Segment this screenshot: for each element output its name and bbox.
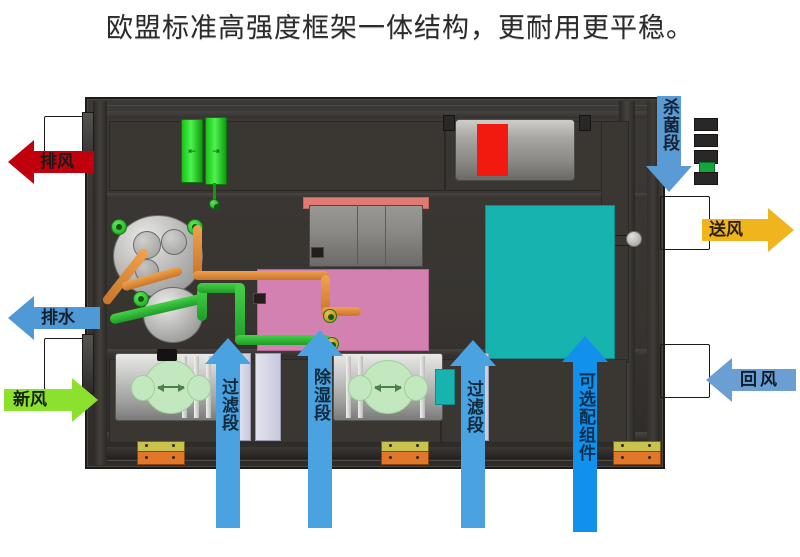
heat-exchanger-core (485, 205, 615, 359)
supply-blower (115, 353, 227, 421)
page-title: 欧盟标准高强度框架一体结构，更耐用更平稳。 (106, 13, 694, 43)
copper-pipe-drop (321, 275, 330, 315)
return-air-label: 回风 (734, 369, 786, 391)
return-duct-flange (660, 344, 710, 398)
fan-motor-label (477, 124, 508, 176)
mounting-foot-center (381, 441, 429, 465)
optional-components-callout: 可选配组件 (562, 336, 608, 532)
module-seam-a (357, 205, 358, 265)
compressor-port-b (161, 229, 187, 255)
fan-mount-bracket-right (579, 115, 591, 131)
blower-outlet-damper (435, 369, 455, 405)
refrigerant-pipe-down (235, 283, 245, 345)
copper-pipe-to-coil (321, 307, 361, 316)
blower-flow-arrow-icon (157, 384, 185, 392)
mount-nut-1 (111, 219, 127, 235)
drainage-label: 排水 (36, 307, 80, 329)
filter-section-left-label: 过滤段 (216, 378, 240, 524)
exhaust-air-callout: 排风 (8, 140, 94, 184)
refrigerant-pipe-top (197, 283, 243, 293)
fresh-air-callout: 新风 (4, 378, 98, 422)
damper-arrow-icon: ⇥ (212, 145, 220, 156)
filter-section-right-callout: 过滤段 (450, 340, 496, 528)
damper-arrow-icon: ⇤ (188, 146, 196, 157)
foot-lower-plate (613, 451, 661, 465)
damper-blade-left: ⇤ (181, 119, 203, 183)
dehumidification-section-label: 除湿段 (308, 368, 332, 524)
copper-pipe-horizontal (193, 271, 329, 280)
return-air-callout: 回风 (706, 358, 796, 402)
service-valve-upper (323, 309, 337, 323)
centrifugal-fan-unit (455, 119, 575, 181)
terminal-bracket-mid (694, 134, 718, 147)
mount-nut-3 (133, 291, 149, 307)
heat-recovery-module (309, 205, 423, 267)
blower-motor-terminal (157, 349, 177, 361)
refrigerant-pipe-bottom (235, 335, 331, 345)
supply-air-callout: 送风 (702, 208, 794, 252)
mounting-foot-right (613, 441, 661, 465)
filter-section-left-callout: 过滤段 (205, 338, 251, 528)
blower-impeller (131, 360, 211, 414)
sensor-block-a (311, 247, 324, 258)
terminal-bracket-bottom (694, 172, 718, 185)
frame-post-left (93, 101, 107, 465)
drainage-callout: 排水 (8, 296, 100, 340)
sterilization-section-callout: 杀菌段 (646, 96, 692, 192)
supply-air-label: 送风 (704, 219, 748, 241)
frame-rail-top (93, 111, 657, 118)
frame-rail-middle (93, 193, 657, 199)
refrigerant-pipe-riser (197, 287, 207, 321)
exhaust-air-label: 排风 (36, 151, 78, 173)
upper-left-chamber (109, 121, 445, 191)
module-seam-b (385, 205, 386, 265)
return-blower (333, 353, 443, 421)
dehumidification-section-callout: 除湿段 (297, 330, 343, 528)
fresh-air-label: 新风 (8, 389, 52, 411)
panel-latch-knob[interactable] (626, 231, 642, 247)
frame-post-right-outer (647, 101, 659, 465)
damper-linkage (213, 183, 216, 203)
filter-section-right-label: 过滤段 (461, 380, 485, 524)
optional-components-label: 可选配组件 (573, 372, 597, 530)
blower-flow-arrow-icon (374, 384, 402, 392)
foot-lower-plate (381, 451, 429, 465)
damper-pivot-nut (209, 199, 220, 210)
frame-rail-lower (93, 349, 657, 355)
filter-panel-3 (255, 353, 281, 441)
fan-mount-bracket-left (443, 115, 455, 131)
foot-lower-plate (137, 451, 185, 465)
sensor-block-b (253, 293, 266, 304)
copper-pipe-vertical (193, 225, 202, 277)
damper-blade-right: ⇥ (205, 117, 227, 185)
mounting-foot-left (137, 441, 185, 465)
terminal-bracket-top (694, 118, 718, 131)
sterilization-section-label: 杀菌段 (657, 98, 681, 166)
